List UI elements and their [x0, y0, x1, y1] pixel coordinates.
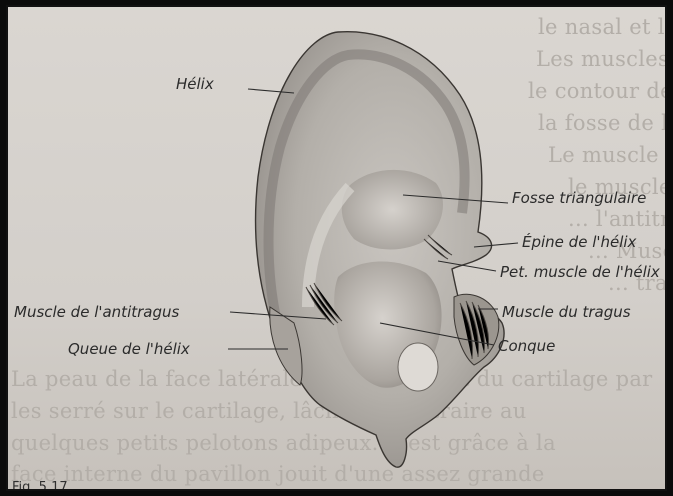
ear-diagram: Hélix Fosse triangulaire Épine de l'héli…: [8, 7, 667, 491]
fossa-triangularis: [342, 170, 443, 250]
label-fosse-triangulaire: Fosse triangulaire: [512, 189, 646, 207]
ear-outline: [256, 32, 504, 467]
figure-photo: le nasal et l'oreille externe. Le nombre…: [6, 5, 667, 491]
label-muscle-antitragus: Muscle de l'antitragus: [14, 303, 180, 321]
label-pet-muscle-helix: Pet. muscle de l'hélix: [500, 263, 660, 281]
label-muscle-tragus: Muscle du tragus: [502, 303, 631, 321]
label-helix: Hélix: [176, 75, 214, 93]
label-conque: Conque: [498, 337, 555, 355]
ear-canal-opening: [398, 343, 438, 391]
label-queue-helix: Queue de l'hélix: [68, 340, 190, 358]
figure-caption: Fig. 5.17: [12, 480, 68, 491]
label-epine-helix: Épine de l'hélix: [522, 232, 637, 251]
